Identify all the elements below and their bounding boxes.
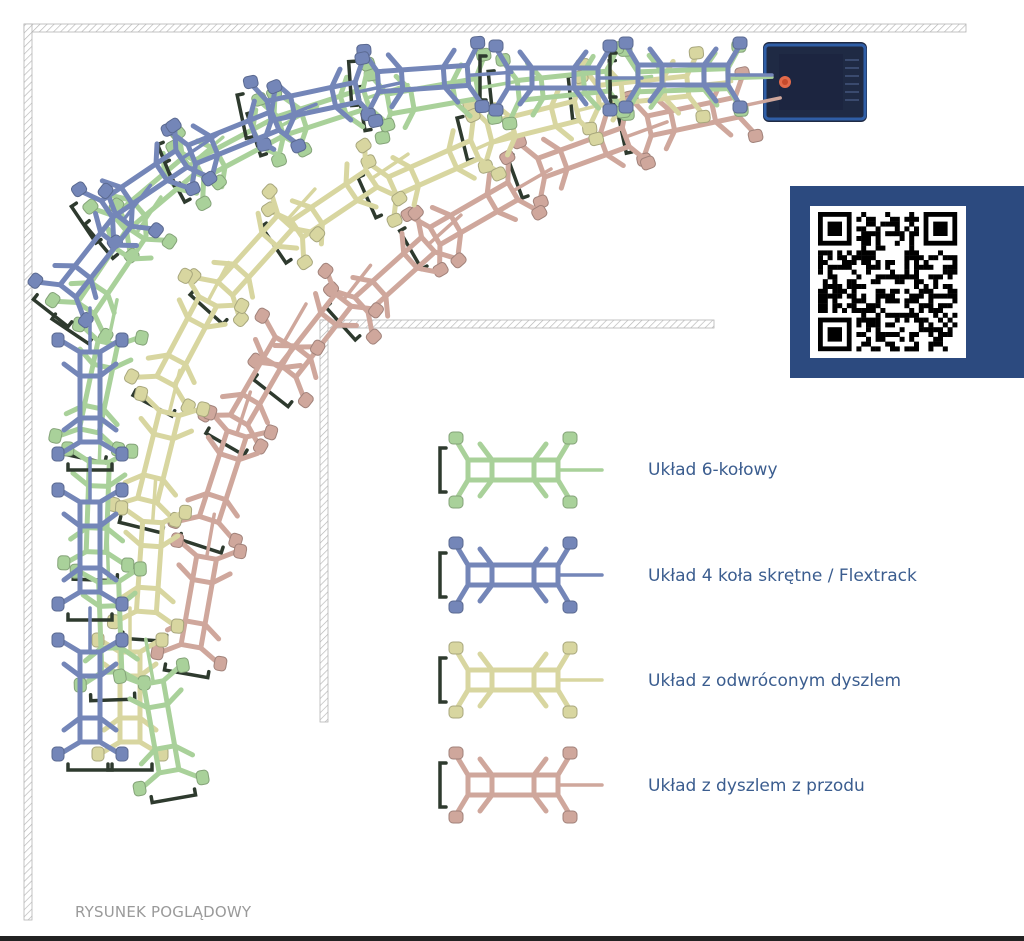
- trailer-trains: [27, 35, 782, 805]
- trailer-four-wheel-steer-4: [155, 79, 318, 197]
- trailer-front-drawbar-5: [197, 302, 326, 458]
- footnote-caption: RYSUNEK POGLĄDOWY: [75, 903, 252, 921]
- trailer-four-wheel-steer-8: [51, 456, 129, 622]
- legend-label-four-wheel-steer: Układ 4 koła skrętne / Flextrack: [648, 566, 917, 586]
- trailer-front-drawbar-7: [150, 512, 248, 680]
- legend-icon-four-wheel-steer: [438, 536, 604, 614]
- legend-icon-reversed-drawbar: [438, 641, 604, 719]
- inner-wall: [319, 319, 715, 723]
- legend-icon-front-drawbar: [438, 746, 604, 824]
- trailer-four-wheel-steer-1: [478, 39, 644, 117]
- trailer-four-wheel-steer-3: [235, 51, 402, 152]
- trailer-front-drawbar-6: [167, 390, 279, 556]
- trailer-four-wheel-steer-0: [608, 36, 774, 114]
- trailer-front-drawbar-1: [505, 95, 669, 210]
- legend-icon-six-wheel: [438, 431, 604, 509]
- legend-icons: [438, 431, 604, 824]
- train-four-wheel-steer: [27, 35, 774, 772]
- legend-label-six-wheel: Układ 6-kołowy: [648, 460, 778, 480]
- tug-vehicle-icon: [763, 42, 867, 122]
- qr-code-icon[interactable]: [810, 206, 966, 358]
- trailer-four-wheel-steer-9: [51, 606, 129, 772]
- qr-panel: [790, 186, 1024, 378]
- trailer-reversed-drawbar-4: [185, 183, 326, 328]
- trailer-front-drawbar-3: [322, 204, 467, 345]
- legend-label-front-drawbar: Układ z dyszlem z przodu: [648, 776, 865, 796]
- legend-label-reversed-drawbar: Układ z odwróconym dyszlem: [648, 671, 902, 691]
- outer-wall: [23, 23, 967, 921]
- trailer-six-wheel-10: [112, 637, 210, 805]
- trailer-four-wheel-steer-7: [51, 306, 129, 472]
- bottom-divider: [0, 936, 1024, 941]
- trailer-reversed-drawbar-5: [124, 260, 250, 419]
